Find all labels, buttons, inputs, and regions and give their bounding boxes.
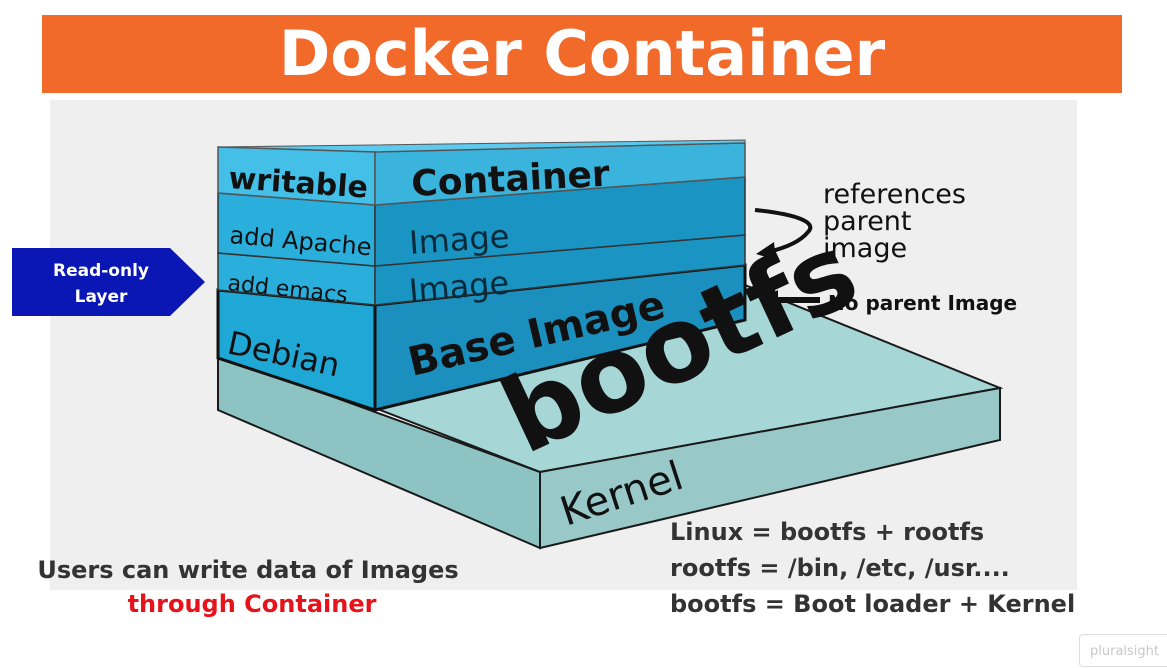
users-note-line2: through Container [128, 590, 377, 618]
references-arrowhead [756, 242, 776, 260]
page-title: Docker Container [278, 17, 886, 90]
references-label-line1: references [823, 179, 966, 210]
users-note-line1: Users can write data of Images [37, 556, 458, 584]
linux-note: Linux = bootfs + rootfs [670, 518, 984, 546]
layer-label-image-lower: Image [407, 263, 510, 310]
rootfs-note: rootfs = /bin, /etc, /usr.... [670, 554, 1010, 582]
container-front [374, 142, 746, 206]
read-only-label-line2: Layer [75, 287, 128, 307]
title-banner: Docker Container [42, 15, 1122, 93]
kernel-slab-front [539, 386, 1001, 550]
references-label-line3: image [823, 233, 907, 264]
read-only-label-line1: Read-only [53, 261, 149, 281]
references-label-line2: parent [823, 206, 912, 237]
no-parent-arrowhead [760, 290, 778, 310]
no-parent-arrow-shaft [775, 297, 820, 303]
read-only-arrow [12, 248, 205, 316]
layer-label-image-upper: Image [408, 217, 511, 262]
references-curved-arrow [754, 208, 813, 254]
pluralsight-watermark: pluralsight [1079, 634, 1167, 667]
no-parent-label: No parent Image [828, 291, 1017, 315]
bootfs-note: bootfs = Boot loader + Kernel [670, 590, 1075, 618]
